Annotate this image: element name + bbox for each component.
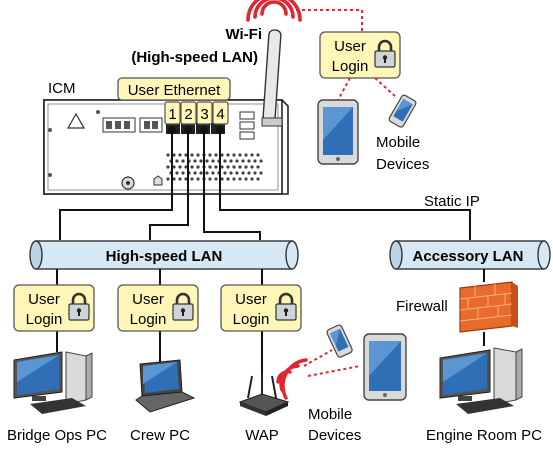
user-login-wap: User Login — [220, 284, 302, 332]
mobile-devices-top-line1: Mobile — [376, 134, 420, 151]
user-login-bridge: User Login — [13, 284, 95, 332]
login-tablet-link — [337, 77, 351, 101]
user-login-line1: User — [235, 291, 267, 308]
port-1: 1 — [168, 106, 176, 123]
brick-firewall-icon — [459, 281, 518, 333]
smartphone-icon — [326, 324, 353, 358]
user-ethernet-label: User Ethernet — [128, 82, 221, 99]
user-ethernet-tag — [117, 77, 231, 101]
port-3: 3 — [200, 106, 208, 123]
user-login-line1: User — [334, 38, 366, 55]
wifi-signal-icon — [276, 358, 308, 400]
laptop-icon — [135, 359, 196, 413]
cable-plugs — [168, 126, 224, 134]
user-login-line1: User — [28, 291, 60, 308]
static-ip-label: Static IP — [424, 193, 480, 210]
wifi-title-line2: (High-speed LAN) — [131, 49, 258, 66]
warning-icon — [66, 112, 86, 129]
mobile-devices-bottom-line1: Mobile — [308, 406, 352, 423]
crew-pc-label: Crew PC — [130, 427, 190, 444]
wireless-router-icon — [238, 374, 290, 416]
user-login-line1: User — [132, 291, 164, 308]
ethernet-cables — [59, 130, 471, 240]
icm-label: ICM — [48, 80, 76, 97]
wifi-login-link — [296, 9, 363, 32]
tablet-icon — [363, 333, 407, 401]
firewall-label: Firewall — [396, 298, 448, 315]
wifi-title-line1: Wi-Fi — [225, 26, 262, 43]
wap-phone-link — [303, 349, 333, 367]
desktop-pc-icon — [439, 347, 523, 414]
wap-tablet-link — [307, 365, 361, 377]
login-phone-link — [374, 77, 398, 99]
user-login-wifi: User Login — [319, 31, 401, 79]
wifi-antenna — [261, 29, 283, 127]
mobile-devices-top-line2: Devices — [376, 156, 429, 173]
desktop-pc-icon — [13, 351, 93, 414]
mobile-devices-bottom-line2: Devices — [308, 427, 361, 444]
port-2: 2 — [184, 106, 192, 123]
ethernet-port-numbers: 1 2 3 4 — [164, 101, 229, 125]
high-speed-lan-pipe — [29, 240, 299, 270]
tablet-icon — [317, 99, 359, 165]
accessory-lan-label: Accessory LAN — [413, 248, 524, 265]
user-login-crew: User Login — [117, 284, 199, 332]
accessory-lan-pipe — [389, 240, 551, 270]
lan-drops — [56, 269, 485, 380]
user-login-line2: Login — [332, 58, 369, 75]
user-login-line2: Login — [130, 311, 167, 328]
user-login-line2: Login — [26, 311, 63, 328]
high-speed-lan-label: High-speed LAN — [106, 248, 223, 265]
wap-label: WAP — [245, 427, 279, 444]
user-login-line2: Login — [233, 311, 270, 328]
port-4: 4 — [216, 106, 224, 123]
engine-room-pc-label: Engine Room PC — [426, 427, 542, 444]
wifi-signal-icon — [246, 0, 302, 22]
smartphone-icon — [388, 94, 417, 128]
bridge-ops-pc-label: Bridge Ops PC — [7, 427, 107, 444]
